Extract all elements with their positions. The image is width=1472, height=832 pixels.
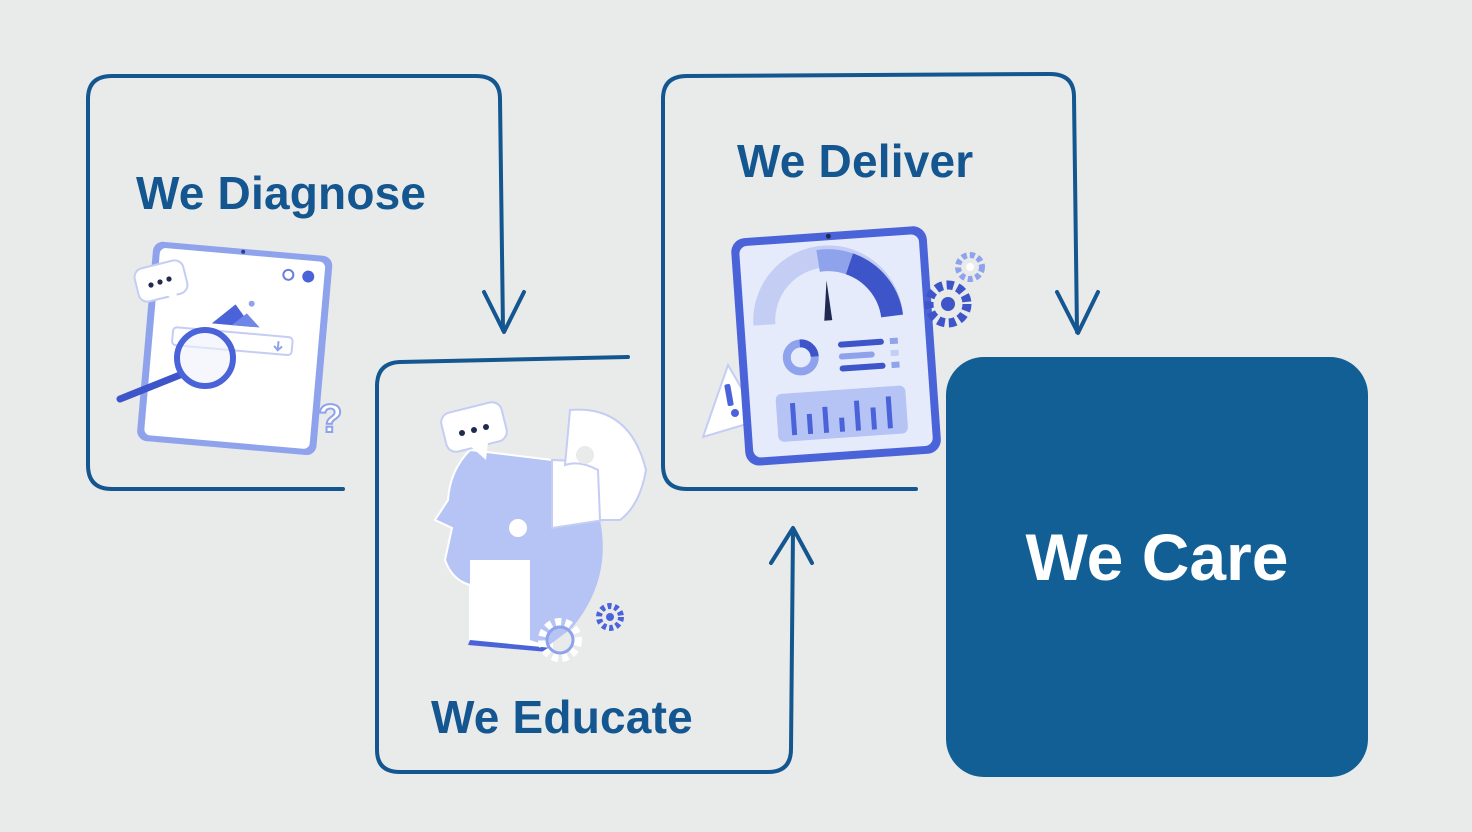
step-label-educate: We Educate bbox=[431, 691, 693, 743]
deliver-gear-icons bbox=[924, 252, 985, 328]
care-box: We Care bbox=[946, 357, 1368, 777]
educate-puzzle-head bbox=[433, 408, 648, 652]
diagnose-arrowhead bbox=[482, 290, 526, 334]
educate-gear-icons bbox=[538, 603, 624, 662]
svg-text:?: ? bbox=[318, 397, 342, 441]
question-mark-icon: ? bbox=[317, 396, 343, 442]
educate-chat-bubble-icon bbox=[440, 401, 508, 460]
diagnose-frame bbox=[86, 74, 505, 491]
step-label-care: We Care bbox=[1025, 520, 1289, 594]
educate-arrowhead bbox=[769, 526, 814, 565]
step-label-diagnose: We Diagnose bbox=[136, 167, 427, 219]
step-label-deliver: We Deliver bbox=[737, 135, 974, 187]
deliver-tablet bbox=[731, 226, 941, 466]
magnifier-icon bbox=[116, 327, 236, 403]
deliver-arrowhead bbox=[1055, 290, 1100, 335]
deliver-frame bbox=[661, 72, 1079, 491]
diagnose-tablet bbox=[137, 241, 333, 456]
educate-frame bbox=[375, 355, 795, 774]
chat-bubble-icon bbox=[133, 259, 189, 304]
